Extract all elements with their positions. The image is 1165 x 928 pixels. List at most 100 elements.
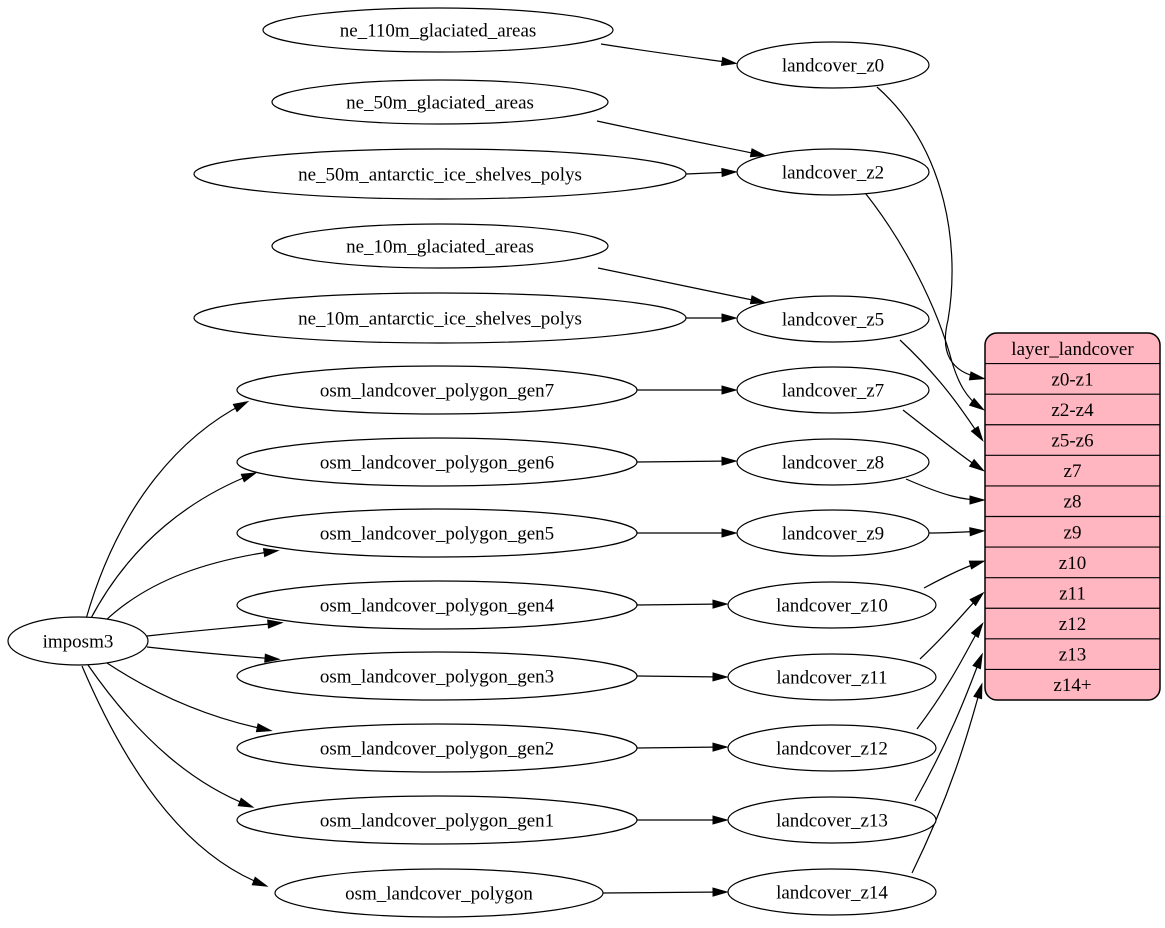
arrowhead-icon xyxy=(721,313,738,323)
arrowhead-icon xyxy=(240,472,258,483)
record-row-z8: z8 xyxy=(1064,492,1082,513)
record-row-z9: z9 xyxy=(1064,522,1082,543)
node-label: ne_10m_glaciated_areas xyxy=(346,237,534,258)
edge-landcover_z5-layer_landcover xyxy=(899,339,984,442)
edge-line xyxy=(103,550,276,623)
node-ellipse xyxy=(727,724,937,772)
arrowhead-icon xyxy=(720,56,738,67)
edge-imposm3-osm_landcover_polygon_gen1 xyxy=(87,664,255,808)
node-label: imposm3 xyxy=(43,632,114,653)
node-label: osm_landcover_polygon_gen7 xyxy=(320,381,554,402)
arrowhead-icon xyxy=(712,742,729,752)
arrowhead-icon xyxy=(237,797,255,808)
arrowhead-icon xyxy=(232,400,250,413)
node-label: ne_10m_antarctic_ice_shelves_polys xyxy=(298,309,582,330)
node-osm_landcover_polygon_gen7: osm_landcover_polygon_gen7 xyxy=(236,365,638,415)
arrowhead-icon xyxy=(262,548,280,558)
node-ellipse xyxy=(727,581,937,629)
arrowhead-icon xyxy=(255,723,273,733)
record-row-z10: z10 xyxy=(1059,553,1086,574)
node-ellipse xyxy=(736,148,930,196)
node-landcover_z8: landcover_z8 xyxy=(736,438,930,486)
node-imposm3: imposm3 xyxy=(7,616,149,666)
node-ne_10m_glaciated_areas: ne_10m_glaciated_areas xyxy=(271,223,609,269)
node-label: landcover_z9 xyxy=(782,524,884,545)
edge-landcover_z7-layer_landcover xyxy=(902,409,986,472)
edge-osm_landcover_polygon_gen3-landcover_z11 xyxy=(636,672,729,682)
edge-imposm3-osm_landcover_polygon xyxy=(81,665,269,887)
record-row-z5-z6: z5-z6 xyxy=(1051,431,1093,452)
edge-landcover_z2-layer_landcover xyxy=(856,182,986,411)
arrowhead-icon xyxy=(749,148,767,158)
arrowhead-icon xyxy=(970,621,984,639)
arrowhead-icon xyxy=(712,599,729,609)
node-ellipse xyxy=(262,7,614,53)
node-ne_50m_glaciated_areas: ne_50m_glaciated_areas xyxy=(271,79,609,125)
node-layer: imposm3 ne_110m_glaciated_areas ne_50m_gla… xyxy=(7,7,1161,918)
arrowhead-icon xyxy=(969,591,985,607)
arrowhead-icon xyxy=(972,652,983,670)
edge-landcover_z11-layer_landcover xyxy=(919,591,985,660)
node-landcover_z13: landcover_z13 xyxy=(727,796,937,844)
node-osm_landcover_polygon_gen3: osm_landcover_polygon_gen3 xyxy=(236,651,638,701)
node-label: landcover_z12 xyxy=(776,739,888,760)
node-label: landcover_z11 xyxy=(776,668,887,689)
node-label: landcover_z8 xyxy=(782,453,884,474)
edge-landcover_z12-layer_landcover xyxy=(916,621,984,730)
edge-imposm3-osm_landcover_polygon_gen5 xyxy=(103,548,280,623)
arrowhead-icon xyxy=(968,560,986,570)
node-osm_landcover_polygon_gen6: osm_landcover_polygon_gen6 xyxy=(236,437,638,487)
arrowhead-icon xyxy=(969,527,986,537)
node-label: ne_50m_antarctic_ice_shelves_polys xyxy=(298,165,582,186)
edge-landcover_z13-layer_landcover xyxy=(914,652,983,802)
node-ne_110m_glaciated_areas: ne_110m_glaciated_areas xyxy=(262,7,614,53)
edge-osm_landcover_polygon_gen7-landcover_z7 xyxy=(637,385,738,395)
edge-line xyxy=(106,662,269,731)
node-label: osm_landcover_polygon_gen4 xyxy=(320,596,555,617)
edge-line xyxy=(636,675,725,678)
edge-line xyxy=(87,664,251,807)
edge-line xyxy=(146,646,277,660)
edge-imposm3-osm_landcover_polygon_gen7 xyxy=(85,400,250,620)
node-ne_10m_antarctic_ice_shelves_polys: ne_10m_antarctic_ice_shelves_polys xyxy=(193,292,687,344)
arrowhead-icon xyxy=(721,456,738,466)
node-ellipse xyxy=(236,365,638,415)
arrowhead-icon xyxy=(721,528,738,538)
record-row-z11: z11 xyxy=(1059,583,1086,604)
node-label: landcover_z13 xyxy=(776,811,888,832)
edge-line xyxy=(876,86,982,379)
node-label: osm_landcover_polygon_gen2 xyxy=(320,739,554,760)
edge-ne_110m_glaciated_areas-landcover_z0 xyxy=(600,43,738,67)
node-landcover_z0: landcover_z0 xyxy=(736,41,930,89)
node-label: osm_landcover_polygon_gen6 xyxy=(320,453,554,474)
node-osm_landcover_polygon_gen2: osm_landcover_polygon_gen2 xyxy=(236,723,638,773)
node-ellipse xyxy=(727,796,937,844)
node-label: landcover_z10 xyxy=(776,596,888,617)
node-landcover_z9: landcover_z9 xyxy=(736,509,930,557)
arrowhead-icon xyxy=(267,619,284,629)
node-landcover_z2: landcover_z2 xyxy=(736,148,930,196)
edge-ne_50m_antarctic_ice_shelves_polys-landcover_z2 xyxy=(685,167,738,178)
node-label: landcover_z0 xyxy=(782,56,884,77)
record-row-z14+: z14+ xyxy=(1053,675,1091,696)
edge-line xyxy=(600,43,734,64)
node-ellipse xyxy=(193,148,687,200)
node-ellipse xyxy=(236,508,638,558)
edge-osm_landcover_polygon_gen1-landcover_z13 xyxy=(637,815,729,825)
node-osm_landcover_polygon_gen4: osm_landcover_polygon_gen4 xyxy=(236,580,638,630)
node-landcover_z5: landcover_z5 xyxy=(736,295,930,343)
node-landcover_z11: landcover_z11 xyxy=(727,653,937,701)
node-ellipse xyxy=(736,295,930,343)
node-ellipse xyxy=(236,795,638,845)
edge-imposm3-osm_landcover_polygon_gen6 xyxy=(89,472,258,621)
edge-imposm3-osm_landcover_polygon_gen3 xyxy=(146,646,281,663)
node-label: ne_50m_glaciated_areas xyxy=(346,93,534,114)
edge-landcover_z10-layer_landcover xyxy=(923,560,986,589)
edge-osm_landcover_polygon-landcover_z14 xyxy=(602,887,729,897)
edge-line xyxy=(636,460,734,463)
edge-osm_landcover_polygon_gen4-landcover_z10 xyxy=(636,599,729,609)
arrowhead-icon xyxy=(264,653,281,663)
node-ellipse xyxy=(736,41,930,89)
node-ellipse xyxy=(193,292,687,344)
